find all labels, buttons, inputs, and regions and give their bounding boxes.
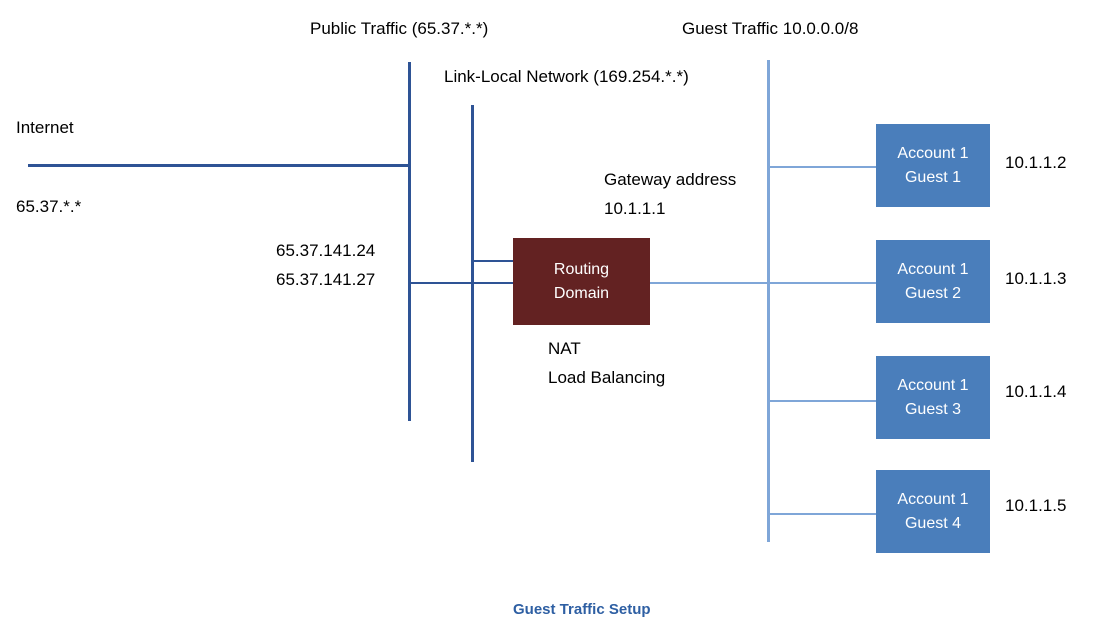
internet-subnet-label: 65.37.*.* bbox=[16, 197, 82, 216]
public-traffic-trunk-line bbox=[408, 62, 411, 421]
gateway-ip-label: 10.1.1.1 bbox=[604, 199, 666, 218]
diagram-caption: Guest Traffic Setup bbox=[513, 601, 651, 618]
public-ip-24-label: 65.37.141.24 bbox=[276, 241, 376, 260]
public-ip-27-label: 65.37.141.27 bbox=[276, 270, 376, 289]
routing-domain-node[interactable]: Routing Domain bbox=[513, 238, 650, 325]
guest-2-connection-line bbox=[767, 282, 877, 284]
load-balancing-label: Load Balancing bbox=[548, 368, 666, 387]
link-local-to-router-line bbox=[471, 260, 515, 262]
guest-1-line2: Guest 1 bbox=[904, 168, 962, 186]
guest-2-ip-label: 10.1.1.3 bbox=[1005, 269, 1067, 288]
guest-3-connection-line bbox=[767, 400, 877, 402]
guest-traffic-trunk-line bbox=[767, 60, 770, 542]
internet-label: Internet bbox=[16, 118, 74, 137]
nat-label: NAT bbox=[548, 339, 581, 358]
guest-4-connection-line bbox=[767, 513, 877, 515]
guest-node-1[interactable]: Account 1 Guest 1 bbox=[876, 124, 990, 207]
guest-node-2[interactable]: Account 1 Guest 2 bbox=[876, 240, 990, 323]
gateway-address-label: Gateway address bbox=[604, 170, 737, 189]
guest-4-ip-label: 10.1.1.5 bbox=[1005, 496, 1067, 515]
internet-connection-line bbox=[28, 164, 411, 167]
guest-3-ip-label: 10.1.1.4 bbox=[1005, 382, 1067, 401]
guest-4-line1: Account 1 bbox=[897, 490, 969, 508]
guest-3-line2: Guest 3 bbox=[904, 400, 962, 418]
routing-domain-line2: Domain bbox=[553, 284, 610, 302]
guest-1-line1: Account 1 bbox=[897, 144, 969, 162]
public-trunk-to-router-line bbox=[408, 282, 515, 284]
guest-2-line2: Guest 2 bbox=[904, 284, 962, 302]
guest-1-connection-line bbox=[767, 166, 877, 168]
public-traffic-label: Public Traffic (65.37.*.*) bbox=[310, 19, 489, 38]
guest-2-line1: Account 1 bbox=[897, 260, 969, 278]
guest-node-3[interactable]: Account 1 Guest 3 bbox=[876, 356, 990, 439]
router-to-guest-trunk-line bbox=[650, 282, 769, 284]
guest-traffic-label: Guest Traffic 10.0.0.0/8 bbox=[682, 19, 859, 38]
guest-1-ip-label: 10.1.1.2 bbox=[1005, 153, 1067, 172]
guest-node-4[interactable]: Account 1 Guest 4 bbox=[876, 470, 990, 553]
guest-4-line2: Guest 4 bbox=[904, 514, 962, 532]
link-local-network-label: Link-Local Network (169.254.*.*) bbox=[444, 67, 689, 86]
routing-domain-line1: Routing bbox=[553, 260, 610, 278]
guest-3-line1: Account 1 bbox=[897, 376, 969, 394]
